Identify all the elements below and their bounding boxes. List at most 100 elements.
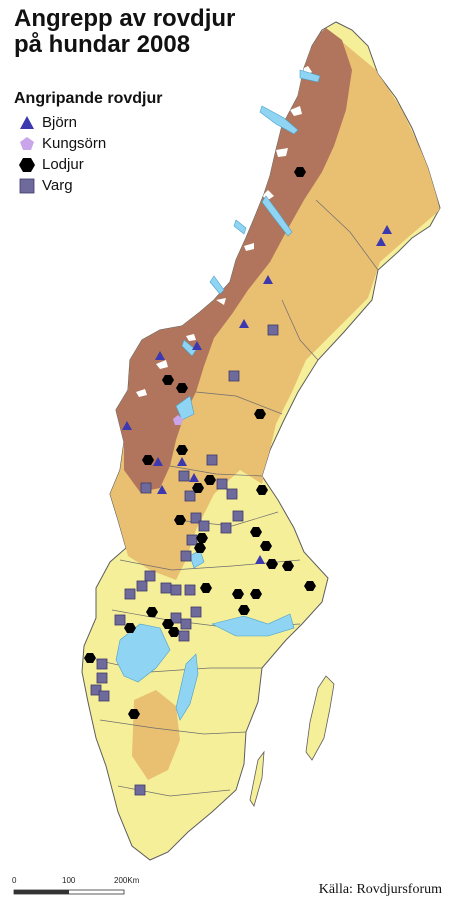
hexagon-marker bbox=[200, 583, 212, 593]
square-marker bbox=[190, 606, 202, 618]
square-marker bbox=[267, 324, 279, 336]
hexagon-marker bbox=[232, 589, 244, 599]
square-marker bbox=[90, 684, 102, 696]
hexagon-marker bbox=[266, 559, 278, 569]
attack-markers bbox=[84, 167, 392, 796]
southern-uplands bbox=[132, 690, 180, 780]
hexagon-marker bbox=[162, 619, 174, 629]
legend-item-bjorn: Björn bbox=[14, 112, 162, 133]
hexagon-marker bbox=[124, 623, 136, 633]
triangle-marker bbox=[155, 351, 165, 360]
lakes bbox=[115, 69, 321, 721]
square-marker bbox=[170, 612, 182, 624]
highland-elevation bbox=[116, 28, 352, 492]
hexagon-marker bbox=[254, 409, 266, 419]
square-marker bbox=[136, 580, 148, 592]
square-marker bbox=[160, 582, 172, 594]
hexagon-marker bbox=[194, 543, 206, 553]
hexagon-marker bbox=[142, 455, 154, 465]
hexagon-marker bbox=[250, 589, 262, 599]
lake-vattern bbox=[175, 653, 199, 721]
lake-north-1 bbox=[259, 105, 299, 135]
lake-north-2 bbox=[299, 69, 321, 83]
square-marker bbox=[226, 488, 238, 500]
hexagon-icon bbox=[19, 157, 35, 172]
hexagon-marker bbox=[174, 515, 186, 525]
triangle-marker bbox=[122, 421, 132, 430]
triangle-marker bbox=[189, 473, 199, 482]
square-marker bbox=[232, 510, 244, 522]
legend-item-lodjur: Lodjur bbox=[14, 154, 162, 175]
square-marker bbox=[216, 478, 228, 490]
hexagon-marker bbox=[204, 475, 216, 485]
scale-tick-0: 0 bbox=[12, 876, 17, 885]
map-title: Angrepp av rovdjur på hundar 2008 bbox=[14, 6, 235, 58]
square-marker bbox=[178, 470, 190, 482]
square-marker bbox=[178, 630, 190, 642]
hexagon-marker bbox=[84, 653, 96, 663]
triangle-marker bbox=[382, 225, 392, 234]
square-marker bbox=[198, 520, 210, 532]
square-marker bbox=[184, 490, 196, 502]
legend-label: Lodjur bbox=[42, 156, 84, 173]
hexagon-marker bbox=[256, 485, 268, 495]
triangle-marker bbox=[263, 275, 273, 284]
pentagon-marker bbox=[173, 415, 183, 425]
hexagon-marker bbox=[282, 561, 294, 571]
legend-title: Angripande rovdjur bbox=[14, 90, 163, 107]
triangle-marker bbox=[255, 555, 265, 564]
square-marker bbox=[140, 482, 152, 494]
square-marker bbox=[206, 454, 218, 466]
hexagon-marker bbox=[192, 483, 204, 493]
hexagon-marker bbox=[168, 627, 180, 637]
source-credit: Källa: Rovdjursforum bbox=[318, 882, 442, 897]
square-icon bbox=[19, 178, 35, 193]
legend-label: Björn bbox=[42, 114, 78, 131]
pentagon-icon bbox=[20, 136, 34, 150]
gotland-island bbox=[305, 675, 335, 761]
oland-island bbox=[249, 750, 265, 807]
triangle-marker bbox=[376, 237, 386, 246]
scale-bar-graphic bbox=[13, 889, 125, 895]
triangle-marker bbox=[157, 485, 167, 494]
square-marker bbox=[170, 584, 182, 596]
hexagon-marker bbox=[196, 533, 208, 543]
triangle-marker bbox=[239, 319, 249, 328]
square-marker bbox=[186, 534, 198, 546]
square-marker bbox=[98, 690, 110, 702]
hexagon-marker bbox=[176, 445, 188, 455]
square-marker bbox=[180, 550, 192, 562]
square-marker bbox=[228, 370, 240, 382]
square-marker bbox=[134, 784, 146, 796]
legend-item-kungsorn: Kungsörn bbox=[14, 133, 162, 154]
midland-elevation bbox=[110, 40, 440, 580]
lake-malaren bbox=[211, 613, 295, 637]
hexagon-marker bbox=[250, 527, 262, 537]
lake-north-5 bbox=[209, 275, 225, 295]
scale-tick-200: 200Km bbox=[114, 876, 140, 885]
square-marker bbox=[184, 584, 196, 596]
hexagon-marker bbox=[294, 167, 306, 177]
legend-label: Kungsörn bbox=[42, 135, 107, 152]
title-line-1: Angrepp av rovdjur bbox=[14, 5, 236, 32]
triangle-icon bbox=[20, 115, 34, 129]
square-marker bbox=[220, 522, 232, 534]
hexagon-marker bbox=[260, 541, 272, 551]
hexagon-marker bbox=[304, 581, 316, 591]
legend: Angripande rovdjur Björn Kungsörn Lodjur… bbox=[14, 90, 162, 196]
lake-north-6 bbox=[181, 339, 197, 357]
triangle-marker bbox=[153, 457, 163, 466]
lake-vanern bbox=[115, 623, 171, 683]
legend-label: Varg bbox=[42, 177, 73, 194]
square-marker bbox=[96, 658, 108, 670]
lake-north-4 bbox=[233, 219, 247, 235]
title-line-2: på hundar 2008 bbox=[14, 31, 191, 58]
square-marker bbox=[144, 570, 156, 582]
hexagon-marker bbox=[176, 383, 188, 393]
hexagon-marker bbox=[128, 709, 140, 719]
square-marker bbox=[96, 672, 108, 684]
lake-storsjon bbox=[175, 395, 195, 421]
scale-bar: 0 100 200Km bbox=[10, 876, 180, 902]
triangle-marker bbox=[177, 457, 187, 466]
